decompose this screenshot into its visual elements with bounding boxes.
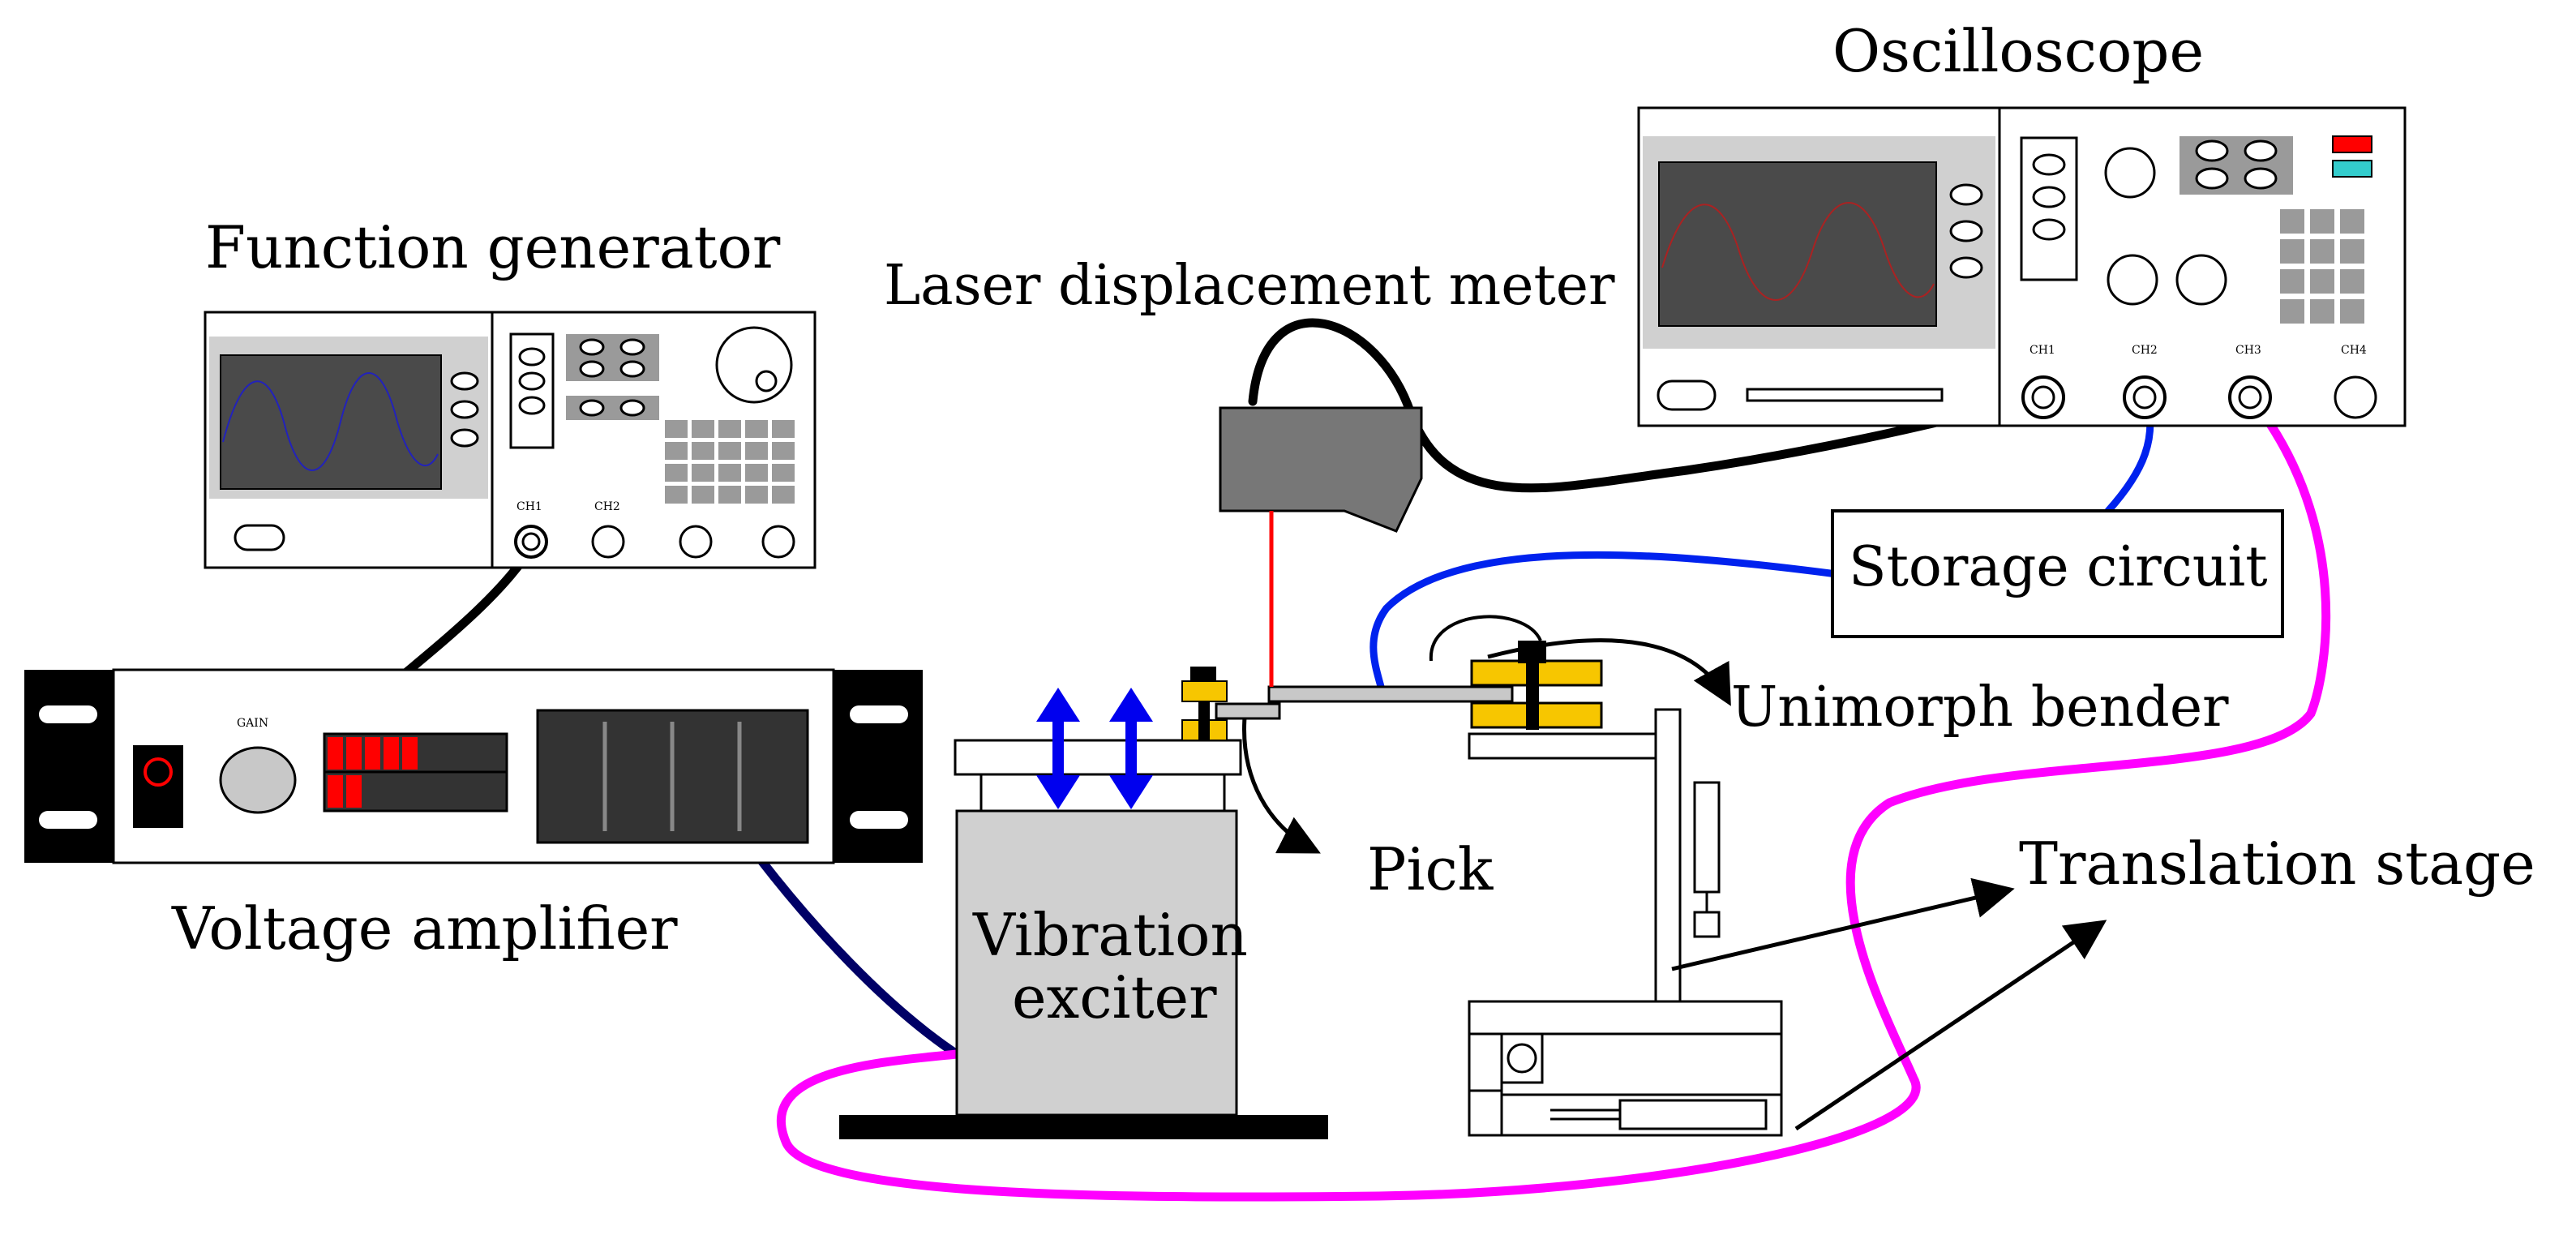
osc-cyan-indicator [2332,160,2372,178]
cable-storage-to-bender [1369,551,1841,697]
fg-knob [450,400,479,419]
translation-stage-pointer-arrow [1671,877,2015,971]
osc-power-switch [1657,380,1717,411]
translation-stage [1468,708,1783,1137]
cable-amplifier-to-exciter [756,855,962,1059]
rack-slot [850,811,908,829]
vibration-exciter-label-line1: Vibration [972,901,1248,969]
amp-level-meter [323,732,508,813]
fg-knob [450,428,479,448]
osc-screen [1658,161,1937,327]
pick-pointer-arrow [1242,717,1321,854]
stage-micrometer [1618,1099,1768,1130]
osc-ch4-label: CH4 [2341,344,2367,357]
translation-stage-label: Translation stage [2019,830,2535,898]
exciter-table [954,739,1242,776]
osc-ch2-label: CH2 [2132,344,2158,357]
voltage-amplifier-label: Voltage amplifier [171,894,678,963]
osc-ch4-connector [2334,375,2377,419]
fg-ch2-label: CH2 [594,500,620,513]
unimorph-bender-label: Unimorph bender [1731,675,2229,740]
storage-circuit-label: Storage circuit [1849,535,2268,599]
rack-slot [39,705,97,723]
bender-lead-wire [1429,615,1542,662]
fg-screen [220,354,442,490]
exciter-clamp [1181,680,1228,702]
osc-ch1-label: CH1 [2030,344,2055,357]
fg-keypad [665,420,795,504]
laser-displacement-meter [1219,406,1423,687]
bender-beam [1267,685,1514,703]
voltage-amplifier: GAIN [24,668,923,864]
vibration-exciter-label-line2: exciter [1012,963,1217,1031]
fg-knob [450,371,479,391]
cable-ch3-to-exciter [776,397,2331,1202]
rack-slot [850,705,908,723]
unimorph-bender [1267,641,1603,730]
fg-power-switch [234,524,285,551]
osc-red-indicator [2332,135,2372,153]
translation-stage-pointer-arrow [1794,920,2107,1131]
fg-ch2-connector [591,525,625,559]
oscilloscope: CH1 CH2 CH3 CH4 [1637,106,2407,427]
storage-circuit-box [1831,509,2284,638]
amp-gain-knob [219,746,297,814]
cable-laser-to-ch1 [1248,318,2048,493]
fg-ch1-label: CH1 [516,500,542,513]
pick-label: Pick [1367,835,1494,903]
bender-pointer-arrow [1487,638,1731,706]
vibration-exciter [839,667,1328,1139]
osc-keypad [2280,209,2364,324]
function-generator: CH1 CH2 [204,311,817,569]
vibration-direction-arrow [1036,688,1080,809]
fg-frequency-dial [715,326,793,404]
fg-sine-wave [222,372,439,471]
laser-meter-label: Laser displacement meter [884,254,1615,318]
rack-slot [39,811,97,829]
vibration-direction-arrow [1109,688,1153,809]
function-generator-label: Function generator [205,213,781,281]
amp-gain-label: GAIN [237,717,268,730]
osc-trace [1661,202,1935,301]
oscilloscope-label: Oscilloscope [1832,17,2204,85]
exciter-base-plate [839,1115,1328,1139]
osc-ch3-label: CH3 [2235,344,2261,357]
pick [1215,702,1281,720]
